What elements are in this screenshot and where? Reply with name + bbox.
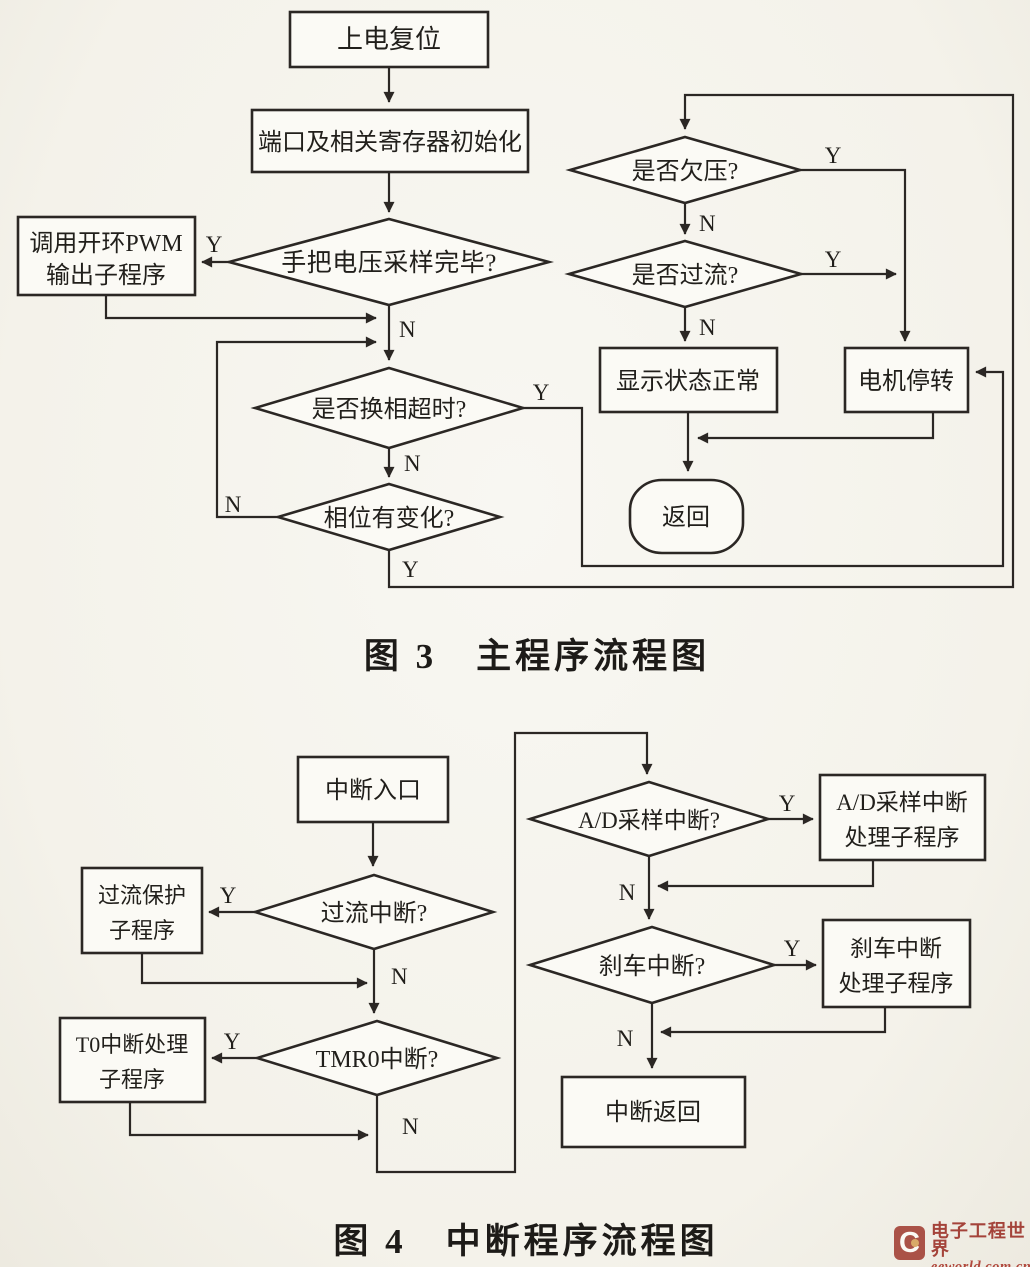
label-yes-overcurrent: Y bbox=[825, 247, 842, 272]
edge-motorstop-to-return-line bbox=[697, 412, 935, 444]
edge-t0sub-return bbox=[128, 1102, 369, 1141]
edge-undervoltage-yes bbox=[800, 168, 911, 342]
node-motor-stop: 电机停转 bbox=[843, 346, 970, 414]
label-no-overcurrent: N bbox=[699, 315, 716, 340]
figure3-edges bbox=[104, 67, 1015, 589]
node-label: 相位有变化? bbox=[324, 505, 455, 532]
figure3-branch-labels: Y N Y N N Y Y N Y N bbox=[206, 143, 842, 582]
node-label: 电机停转 bbox=[858, 368, 954, 395]
watermark-brand: 电子工程世界 bbox=[930, 1221, 1026, 1259]
node-label: 端口及相关寄存器初始化 bbox=[258, 129, 522, 156]
node-label: 是否换相超时? bbox=[312, 396, 467, 423]
node-phase-changed: 相位有变化? bbox=[273, 482, 505, 552]
node-interrupt-return: 中断返回 bbox=[560, 1075, 747, 1149]
node-label: A/D采样中断? bbox=[578, 808, 720, 833]
node-power-on-reset: 上电复位 bbox=[288, 10, 490, 69]
node-display-status-normal: 显示状态正常 bbox=[598, 346, 779, 414]
label-yes-brake: Y bbox=[784, 936, 801, 961]
node-overcurrent: 是否过流? bbox=[564, 239, 806, 309]
edge-tmr0-no-route-to-ad bbox=[375, 731, 653, 1174]
node-label: TMR0中断? bbox=[316, 1046, 439, 1073]
label-no-tmr0: N bbox=[402, 1114, 419, 1139]
label-yes-phase: Y bbox=[402, 557, 419, 582]
node-init-ports-registers: 端口及相关寄存器初始化 bbox=[250, 108, 530, 174]
node-label: 手把电压采样完毕? bbox=[281, 249, 497, 277]
figure4-interrupt-flowchart: 中断入口 过流中断? 过流保护 子程序 TMR0中断? T0中断处理 子程序 A… bbox=[58, 731, 987, 1261]
node-brake-interrupt: 刹车中断? bbox=[525, 925, 779, 1005]
watermark-text: 电子工程世界 eeworld.com.cn 网聚电子工程师力量 bbox=[931, 1222, 1030, 1267]
label-no-undervoltage: N bbox=[699, 211, 716, 236]
figure4-branch-labels: Y N Y N Y N Y N bbox=[220, 791, 801, 1139]
node-interrupt-entry: 中断入口 bbox=[296, 755, 450, 824]
node-overcurrent-protect-sub: 过流保护 子程序 bbox=[80, 866, 204, 955]
node-label-line2: 输出子程序 bbox=[46, 262, 166, 289]
label-no-timeout: N bbox=[404, 451, 421, 476]
node-return: 返回 bbox=[628, 478, 745, 555]
node-undervoltage: 是否欠压? bbox=[565, 135, 805, 205]
node-label-line2: 子程序 bbox=[99, 1067, 165, 1092]
node-label: 过流中断? bbox=[321, 900, 428, 927]
logo-letter: C bbox=[898, 1227, 920, 1259]
edge-pwm-return bbox=[104, 295, 377, 324]
node-label-line2: 处理子程序 bbox=[839, 971, 954, 996]
node-commutation-timeout: 是否换相超时? bbox=[250, 366, 528, 450]
figure3-caption: 图 3 主程序流程图 bbox=[364, 637, 710, 676]
node-handle-voltage-sampled: 手把电压采样完毕? bbox=[223, 217, 555, 307]
label-no-ocint: N bbox=[391, 964, 408, 989]
node-label-line1: 调用开环PWM bbox=[29, 230, 182, 257]
node-brake-handler-sub: 刹车中断 处理子程序 bbox=[821, 918, 972, 1009]
label-yes-tmr0: Y bbox=[224, 1029, 241, 1054]
node-tmr0-interrupt: TMR0中断? bbox=[252, 1019, 502, 1097]
edge-ocsub-return bbox=[140, 953, 368, 989]
label-yes-adint: Y bbox=[779, 791, 796, 816]
edge-phase-no-loop bbox=[215, 336, 377, 519]
node-label-line1: 刹车中断 bbox=[850, 936, 942, 961]
node-label: 返回 bbox=[662, 504, 710, 531]
node-label: 上电复位 bbox=[337, 25, 441, 54]
label-no-phase: N bbox=[225, 492, 242, 517]
figure4-caption: 图 4 中断程序流程图 bbox=[333, 1222, 718, 1261]
node-label: 是否过流? bbox=[632, 262, 739, 289]
label-yes-undervoltage: Y bbox=[825, 143, 842, 168]
node-label: 中断入口 bbox=[325, 777, 421, 804]
watermark-site: eeworld.com.cn bbox=[930, 1259, 1030, 1267]
node-label: 显示状态正常 bbox=[616, 368, 760, 395]
logo-dot bbox=[911, 1239, 919, 1247]
edge-brakesub-return bbox=[660, 1007, 887, 1038]
node-ad-handler-sub: A/D采样中断 处理子程序 bbox=[818, 773, 987, 862]
node-label-line2: 子程序 bbox=[109, 918, 175, 943]
node-label-line1: 过流保护 bbox=[98, 883, 186, 908]
edge-timeout-yes-to-motorstop bbox=[523, 366, 1005, 568]
edge-phase-yes-to-undervoltage bbox=[387, 93, 1015, 589]
node-label: 是否欠压? bbox=[632, 158, 739, 185]
figure3-main-program-flowchart: 上电复位 端口及相关寄存器初始化 手把电压采样完毕? 调用开环PWM 输出子程序… bbox=[16, 10, 1015, 676]
node-ad-sample-interrupt: A/D采样中断? bbox=[525, 780, 773, 858]
figure4-edges bbox=[128, 731, 887, 1174]
eeworld-watermark: C 电子工程世界 eeworld.com.cn 网聚电子工程师力量 bbox=[894, 1222, 1030, 1267]
edge-adsub-return bbox=[657, 860, 875, 892]
label-yes-sampled: Y bbox=[206, 232, 223, 257]
label-no-sampled: N bbox=[399, 317, 416, 342]
node-label: 中断返回 bbox=[605, 1099, 701, 1126]
node-label-line1: T0中断处理 bbox=[76, 1032, 188, 1057]
label-no-brake: N bbox=[617, 1026, 634, 1051]
label-no-adint: N bbox=[619, 880, 636, 905]
node-overcurrent-interrupt: 过流中断? bbox=[250, 873, 498, 951]
node-call-open-loop-pwm: 调用开环PWM 输出子程序 bbox=[16, 215, 197, 297]
node-t0-handler-sub: T0中断处理 子程序 bbox=[58, 1016, 207, 1104]
eeworld-logo-icon: C bbox=[894, 1226, 925, 1260]
label-yes-ocint: Y bbox=[220, 883, 237, 908]
node-label: 刹车中断? bbox=[599, 953, 706, 980]
node-label-line1: A/D采样中断 bbox=[836, 790, 968, 815]
node-label-line2: 处理子程序 bbox=[845, 825, 960, 850]
label-yes-timeout: Y bbox=[533, 380, 550, 405]
